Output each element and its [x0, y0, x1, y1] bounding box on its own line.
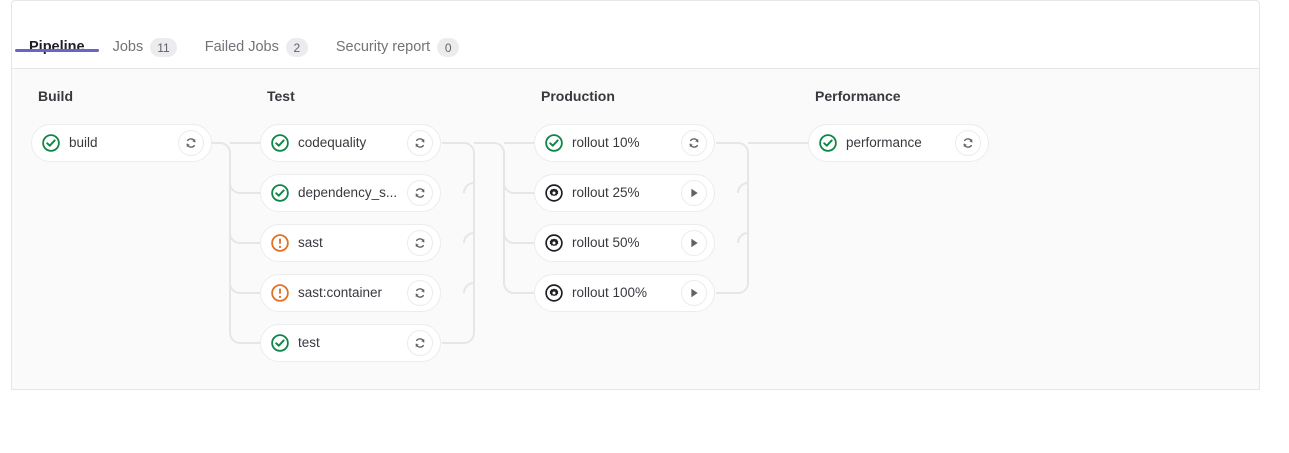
job-name: dependency_s...	[298, 186, 398, 200]
status-success-icon	[271, 334, 289, 352]
status-warning-icon	[271, 284, 289, 302]
status-warning-icon	[271, 234, 289, 252]
status-success-icon	[545, 134, 563, 152]
play-icon	[691, 188, 698, 198]
stage-title: Build	[38, 88, 73, 104]
job-name: rollout 50%	[572, 236, 640, 250]
tab-failed-jobs[interactable]: Failed Jobs 2	[191, 20, 322, 75]
retry-job-button[interactable]	[407, 130, 433, 156]
job-name: sast	[298, 236, 323, 250]
pipeline-job-card[interactable]: dependency_s...	[260, 174, 441, 212]
play-job-button[interactable]	[681, 230, 707, 256]
tab-label: Pipeline	[29, 39, 85, 56]
status-success-icon	[271, 134, 289, 152]
retry-icon	[415, 338, 425, 348]
pipeline-connector-lines	[212, 142, 808, 344]
panel-top-edge	[11, 0, 1260, 6]
retry-icon	[415, 238, 425, 248]
pipeline-job-card[interactable]: build	[31, 124, 212, 162]
tab-jobs[interactable]: Jobs 11	[99, 20, 191, 75]
stage-title: Production	[541, 88, 615, 104]
tab-count-badge: 2	[285, 38, 308, 57]
play-job-button[interactable]	[681, 180, 707, 206]
retry-icon	[186, 138, 196, 148]
retry-icon	[415, 188, 425, 198]
status-success-icon	[271, 184, 289, 202]
retry-job-button[interactable]	[955, 130, 981, 156]
pipeline-job-card[interactable]: rollout 10%	[534, 124, 715, 162]
retry-job-button[interactable]	[681, 130, 707, 156]
job-name: build	[69, 136, 98, 150]
status-manual-icon	[545, 284, 563, 302]
retry-job-button[interactable]	[178, 130, 204, 156]
tab-count-badge: 11	[150, 38, 177, 57]
pipeline-stage: Build	[31, 69, 73, 103]
pipeline-job-card[interactable]: sast	[260, 224, 441, 262]
pipeline-job-card[interactable]: rollout 50%	[534, 224, 715, 262]
tab-label: Failed Jobs	[204, 39, 279, 56]
status-success-icon	[42, 134, 60, 152]
tab-pipeline[interactable]: Pipeline	[15, 20, 99, 75]
retry-job-button[interactable]	[407, 330, 433, 356]
pipeline-job-card[interactable]: rollout 100%	[534, 274, 715, 312]
tab-count-badge: 0	[437, 38, 460, 57]
pipeline-job-card[interactable]: sast:container	[260, 274, 441, 312]
job-name: test	[298, 336, 320, 350]
job-name: rollout 10%	[572, 136, 640, 150]
retry-job-button[interactable]	[407, 230, 433, 256]
pipeline-stage: Production	[534, 69, 615, 103]
tab-label: Jobs	[112, 39, 144, 56]
retry-icon	[415, 288, 425, 298]
play-icon	[691, 288, 698, 298]
pipeline-job-card[interactable]: test	[260, 324, 441, 362]
pipeline-job-card[interactable]: rollout 25%	[534, 174, 715, 212]
pipeline-job-card[interactable]: performance	[808, 124, 989, 162]
job-name: codequality	[298, 136, 367, 150]
job-name: rollout 25%	[572, 186, 640, 200]
retry-job-button[interactable]	[407, 180, 433, 206]
retry-job-button[interactable]	[407, 280, 433, 306]
stage-title: Performance	[815, 88, 901, 104]
status-manual-icon	[545, 184, 563, 202]
retry-icon	[415, 138, 425, 148]
job-name: rollout 100%	[572, 286, 648, 300]
pipeline-stage: Performance	[808, 69, 901, 103]
tab-security-report[interactable]: Security report 0	[322, 20, 473, 75]
pipeline-stage: Test	[260, 69, 295, 103]
stage-title: Test	[267, 88, 295, 104]
status-manual-icon	[545, 234, 563, 252]
play-job-button[interactable]	[681, 280, 707, 306]
retry-icon	[689, 138, 699, 148]
pipeline-job-card[interactable]: codequality	[260, 124, 441, 162]
play-icon	[691, 238, 698, 248]
retry-icon	[963, 138, 973, 148]
job-name: performance	[846, 136, 922, 150]
pipeline-tab-bar: Pipeline Jobs 11 Failed Jobs 2 Security repor…	[11, 5, 1260, 68]
job-name: sast:container	[298, 286, 383, 300]
status-success-icon	[819, 134, 837, 152]
pipeline-graph-canvas: Build build Test codequality dependency_s...…	[11, 68, 1260, 390]
tab-label: Security report	[335, 39, 431, 56]
